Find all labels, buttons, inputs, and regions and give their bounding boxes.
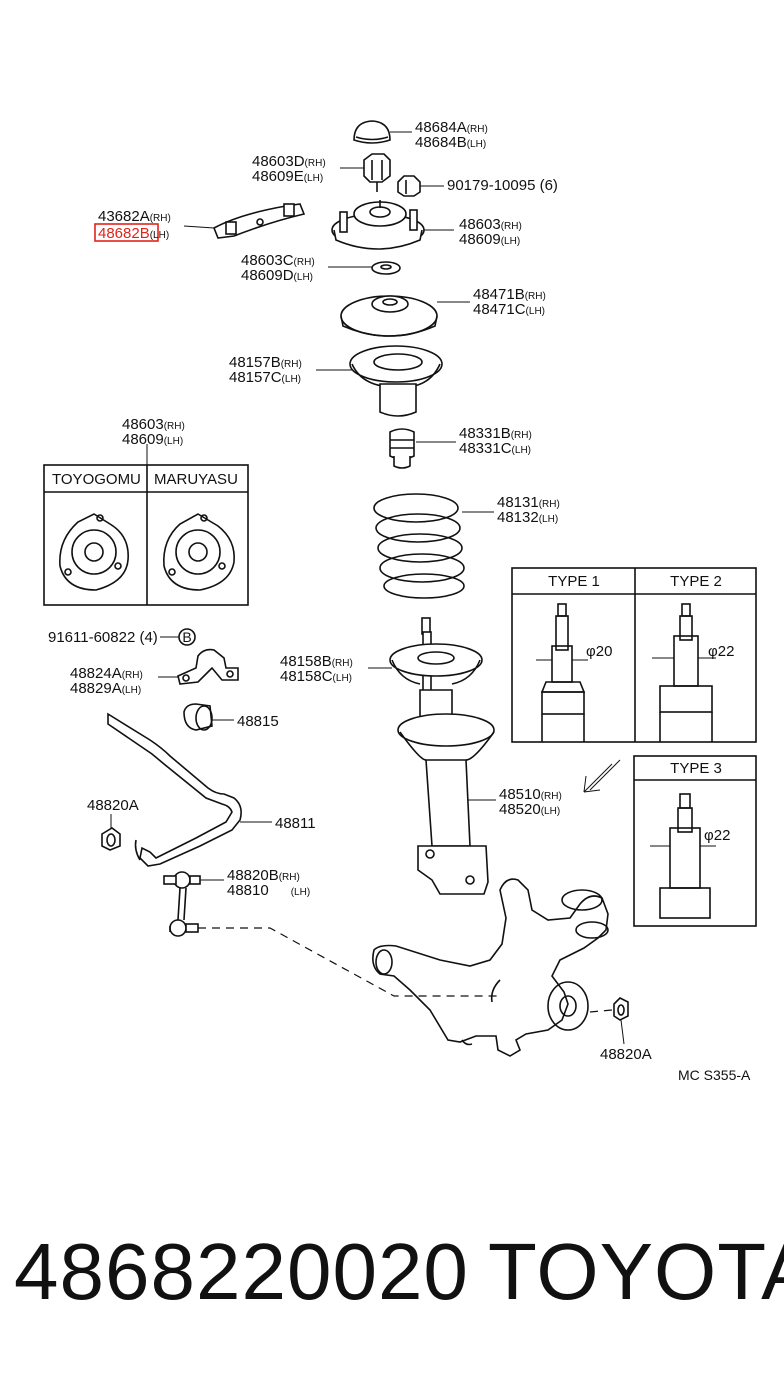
callout-48157: 48157B(RH) 48157C(LH)	[229, 354, 302, 386]
part-48131-coil-spring	[373, 493, 465, 599]
svg-text:48603(RH): 48603(RH)	[122, 416, 185, 433]
svg-text:48820A: 48820A	[87, 797, 139, 814]
svg-text:48132(LH): 48132(LH)	[497, 509, 558, 526]
svg-text:48609(LH): 48609(LH)	[459, 231, 520, 248]
part-48471-upper-seat	[340, 295, 438, 337]
svg-text:48603D(RH): 48603D(RH)	[252, 153, 326, 170]
callout-90179: 90179-10095 (6)	[447, 177, 558, 194]
part-48815-bushing	[183, 703, 213, 731]
part-48603d-nut	[363, 153, 391, 192]
svg-text:48157C(LH): 48157C(LH)	[229, 369, 301, 386]
svg-text:48131(RH): 48131(RH)	[497, 494, 560, 511]
bolt-marker-b: B	[178, 628, 196, 646]
diagram-reference: MC S355-A	[678, 1067, 751, 1083]
svg-text:48682B(LH): 48682B(LH)	[98, 225, 169, 242]
svg-text:48609D(LH): 48609D(LH)	[241, 267, 313, 284]
callout-48824: 48824A(RH) 48829A(LH)	[70, 665, 143, 697]
type-3-title: TYPE 3	[670, 760, 722, 777]
svg-text:48684B(LH): 48684B(LH)	[415, 134, 486, 151]
part-48820b-stabilizer-link	[163, 871, 201, 937]
part-48510-shock-absorber	[389, 617, 495, 895]
svg-text:48520(LH): 48520(LH)	[499, 801, 560, 818]
svg-text:90179-10095 (6): 90179-10095 (6)	[447, 177, 558, 194]
callout-48331: 48331B(RH) 48331C(LH)	[459, 425, 532, 457]
svg-text:48471B(RH): 48471B(RH)	[473, 286, 546, 303]
maruyasu-mount-drawing	[163, 513, 235, 591]
svg-text:48331B(RH): 48331B(RH)	[459, 425, 532, 442]
mount-box-maruyasu-label: MARUYASU	[154, 471, 238, 488]
type-3-rod-drawing	[650, 793, 716, 919]
mount-comparison-box	[43, 444, 249, 606]
svg-text:48510(RH): 48510(RH)	[499, 786, 562, 803]
svg-text:48811: 48811	[275, 815, 316, 832]
callout-48820a-left: 48820A	[87, 797, 139, 814]
svg-text:48829A(LH): 48829A(LH)	[70, 680, 141, 697]
part-steering-knuckle	[372, 878, 609, 1057]
marker-b-label: B	[182, 629, 191, 645]
footer-part-number: 4868220020	[14, 1227, 469, 1316]
part-48157-insulator	[349, 345, 443, 417]
svg-text:48820A: 48820A	[600, 1046, 652, 1063]
callout-48820a-right: 48820A	[600, 1046, 652, 1063]
callout-43682: 43682A(RH) 48682B(LH)	[94, 208, 171, 242]
svg-text:48157B(RH): 48157B(RH)	[229, 354, 302, 371]
callout-48603d: 48603D(RH) 48609E(LH)	[252, 153, 326, 185]
part-48820a-bushing-left	[101, 827, 121, 851]
callout-48471: 48471B(RH) 48471C(LH)	[473, 286, 546, 318]
part-48824-bracket	[177, 648, 239, 685]
part-48331-bound-stopper	[389, 428, 415, 469]
svg-text:48684A(RH): 48684A(RH)	[415, 119, 488, 136]
type-2-rod-drawing	[652, 603, 716, 742]
part-48684-dust-cap	[353, 120, 391, 144]
svg-text:48609E(LH): 48609E(LH)	[252, 168, 323, 185]
svg-text:48331C(LH): 48331C(LH)	[459, 440, 531, 457]
svg-text:48158C(LH): 48158C(LH)	[280, 668, 352, 685]
callout-91611: 91611-60822 (4)	[48, 629, 158, 646]
svg-text:48810(LH): 48810(LH)	[227, 882, 310, 899]
callout-48811: 48811	[275, 815, 316, 832]
svg-text:48609(LH): 48609(LH)	[122, 431, 183, 448]
arrow-icon	[583, 759, 621, 793]
highlight-box	[94, 223, 159, 242]
part-48682-bracket	[212, 203, 306, 239]
type-2-diameter: φ22	[708, 643, 734, 660]
part-48820a-bushing-right	[613, 997, 629, 1021]
toyogomu-mount-drawing	[59, 513, 129, 591]
svg-text:48824A(RH): 48824A(RH)	[70, 665, 143, 682]
svg-text:48603C(RH): 48603C(RH)	[241, 252, 315, 269]
part-48811-stabilizer-bar	[107, 712, 242, 867]
svg-text:43682A(RH): 43682A(RH)	[98, 208, 171, 225]
callout-48815: 48815	[237, 713, 279, 730]
svg-text:48820B(RH): 48820B(RH)	[227, 867, 300, 884]
svg-text:48815: 48815	[237, 713, 279, 730]
svg-text:48471C(LH): 48471C(LH)	[473, 301, 545, 318]
callout-48131: 48131(RH) 48132(LH)	[497, 494, 560, 526]
highlighted-part-number: 48682B	[98, 225, 150, 242]
assembly-dashed-lines	[198, 927, 613, 1013]
callout-48510: 48510(RH) 48520(LH)	[499, 786, 562, 818]
callout-48603: 48603(RH) 48609(LH)	[459, 216, 522, 248]
leader-lines	[110, 131, 625, 1045]
type-1-2-box	[511, 567, 757, 743]
type-3-diameter: φ22	[704, 827, 730, 844]
svg-text:48603(RH): 48603(RH)	[459, 216, 522, 233]
svg-text:48158B(RH): 48158B(RH)	[280, 653, 353, 670]
mount-box-toyogomu-label: TOYOGOMU	[52, 471, 141, 488]
type-1-diameter: φ20	[586, 643, 612, 660]
type-1-title: TYPE 1	[548, 573, 600, 590]
part-48603c-washer	[371, 261, 401, 275]
callout-48158: 48158B(RH) 48158C(LH)	[280, 653, 353, 685]
type-3-box	[633, 755, 757, 927]
callout-48603-mount: 48603(RH) 48609(LH)	[122, 416, 185, 448]
footer-brand: TOYOTA	[488, 1227, 784, 1316]
type-1-rod-drawing	[536, 603, 588, 742]
part-48603-upper-support	[331, 200, 425, 250]
svg-text:91611-60822 (4): 91611-60822 (4)	[48, 629, 158, 646]
type-2-title: TYPE 2	[670, 573, 722, 590]
part-90179-nut	[397, 175, 421, 197]
callout-48820b: 48820B(RH) 48810(LH)	[227, 867, 310, 899]
callout-48684: 48684A(RH) 48684B(LH)	[415, 119, 488, 151]
callout-48603c: 48603C(RH) 48609D(LH)	[241, 252, 315, 284]
